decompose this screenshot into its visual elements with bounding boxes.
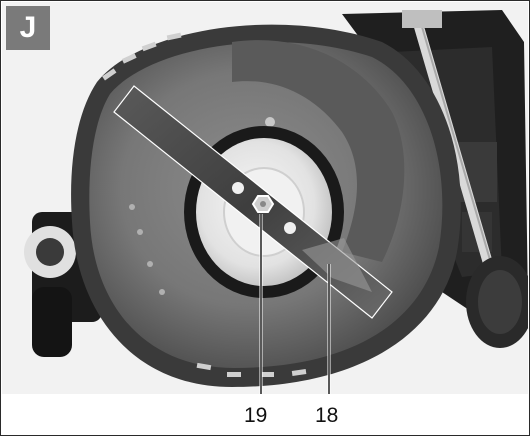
callout-leaders-dark — [260, 214, 330, 394]
figure-letter-badge: J — [6, 6, 50, 50]
callout-label-18: 18 — [315, 404, 339, 427]
rear-wheel — [466, 256, 528, 348]
mower-underside-photo: J — [2, 2, 528, 394]
blade-icon — [113, 85, 393, 319]
blade-bolt-icon — [251, 195, 275, 213]
callout-label-19: 19 — [244, 404, 268, 427]
front-wheel — [24, 212, 102, 357]
mower-underside-illustration — [2, 2, 528, 394]
